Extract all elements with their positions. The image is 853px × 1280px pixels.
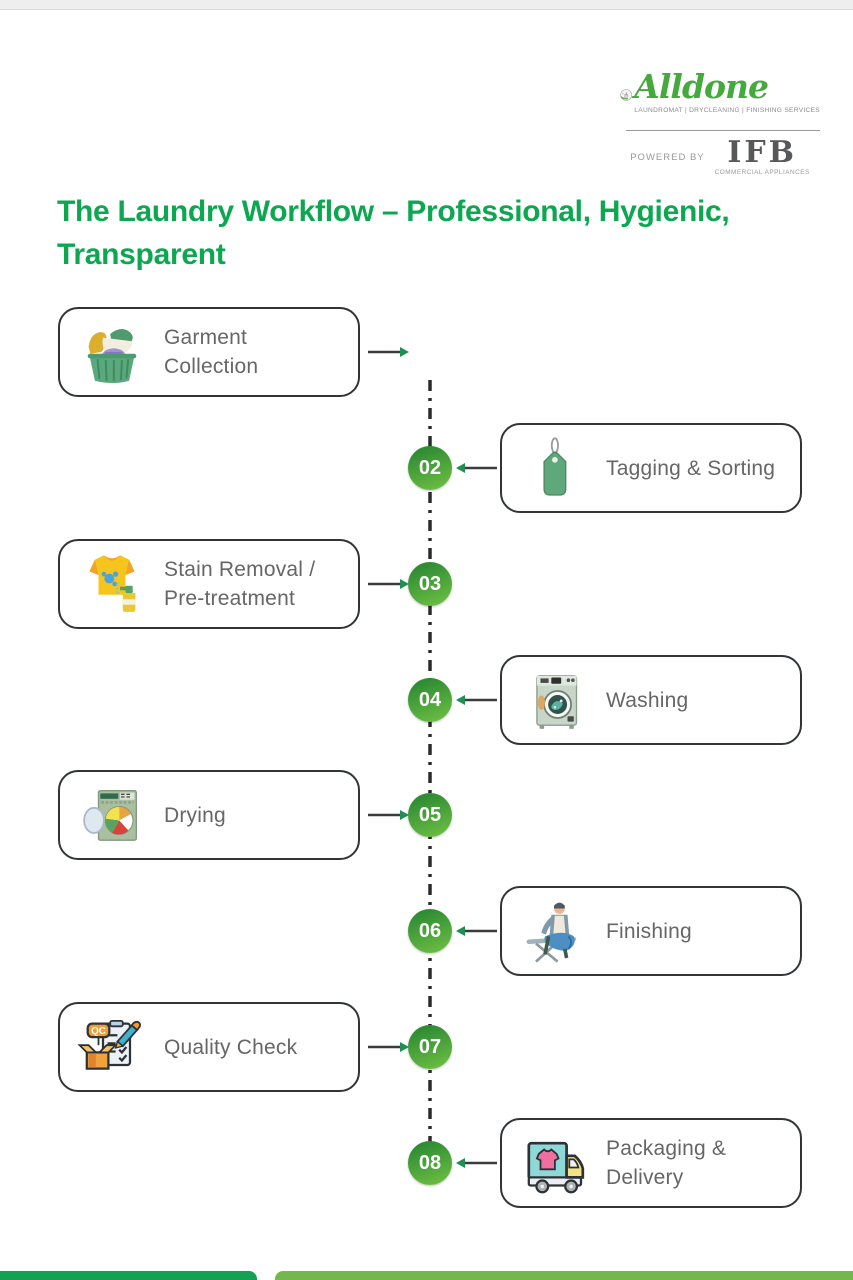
step-label-line: Tagging & Sorting (606, 456, 776, 480)
qc-badge-text: QC (91, 1026, 106, 1037)
step-card-stain-removal: Stain Removal / Pre-treatment (58, 539, 360, 629)
step-label-line: Stain Removal / (164, 558, 316, 581)
step-label: Finishing (606, 917, 692, 946)
timeline-dashed-line (428, 380, 432, 1142)
brand-services-tagline: LAUNDROMAT | DRYCLEANING | FINISHING SER… (634, 107, 820, 114)
top-border-strip (0, 0, 853, 10)
delivery-truck-icon (527, 1141, 585, 1194)
page-title-line2: Transparent (57, 238, 226, 271)
step-card-finishing: Finishing (500, 886, 802, 976)
flow-arrow-right (368, 347, 409, 357)
partner-brand-name: IFB (727, 135, 798, 170)
laundry-basket-icon (87, 329, 137, 384)
flow-arrow-left (456, 1158, 497, 1168)
step-number-badge: 06 (408, 909, 452, 953)
page-title: The Laundry Workflow – Professional, Hyg… (57, 190, 817, 276)
step-label: Stain Removal / Pre-treatment (164, 555, 315, 613)
flow-arrow-right (368, 579, 409, 589)
step-label-line: Quality Check (164, 1035, 298, 1059)
quality-check-icon: QC (77, 1020, 141, 1070)
step-label-line: Finishing (606, 919, 692, 943)
brand-logo: Alldone LAUNDROMAT | DRYCLEANING | FINIS… (620, 68, 820, 176)
step-label-line: Pre-treatment (164, 587, 295, 610)
step-label-line: Collection (164, 355, 259, 378)
step-number-badge: 04 (408, 678, 452, 722)
step-label: Garment Collection (164, 323, 258, 381)
step-label: Packaging & Delivery (606, 1134, 726, 1192)
step-label-line: Washing (606, 688, 689, 712)
step-card-drying: Drying (58, 770, 360, 860)
step-number-badge: 08 (408, 1141, 452, 1185)
step-label-line: Drying (164, 803, 226, 827)
step-label: Washing (606, 686, 688, 715)
flow-arrow-left (456, 926, 497, 936)
flow-arrow-left (456, 695, 497, 705)
powered-by-label: POWERED BY (630, 151, 705, 163)
footer-bar-left (0, 1271, 257, 1280)
step-card-tagging-sorting: Tagging & Sorting (500, 423, 802, 513)
step-label-line: Packaging & (606, 1137, 727, 1160)
flow-arrow-left (456, 463, 497, 473)
step-card-packaging-delivery: Packaging & Delivery (500, 1118, 802, 1208)
dryer-icon (83, 790, 137, 841)
step-number-badge: 02 (408, 446, 452, 490)
step-label: Quality Check (164, 1033, 297, 1062)
step-label-line: Delivery (606, 1166, 684, 1189)
logo-divider (626, 130, 820, 131)
step-label: Tagging & Sorting (606, 454, 775, 483)
step-number-badge: 05 (408, 793, 452, 837)
step-number-badge: 07 (408, 1025, 452, 1069)
tag-icon (543, 437, 567, 496)
partner-brand-subtitle: COMMERCIAL APPLIANCES (714, 169, 810, 176)
ironing-icon (526, 902, 577, 963)
stain-spray-icon (89, 555, 136, 612)
flow-arrow-right (368, 810, 409, 820)
step-label: Drying (164, 801, 226, 830)
step-number-badge: 03 (408, 562, 452, 606)
brand-name: Alldone (634, 67, 769, 106)
step-card-washing: Washing (500, 655, 802, 745)
alldone-emblem-icon (620, 89, 632, 101)
flow-arrow-right (368, 1042, 409, 1052)
step-label-line: Garment (164, 326, 248, 349)
footer-bar-right (275, 1271, 853, 1280)
step-card-garment-collection: Garment Collection (58, 307, 360, 397)
step-card-quality-check: QC Quality Check (58, 1002, 360, 1092)
page-title-line1: The Laundry Workflow – Professional, Hyg… (57, 195, 730, 228)
washing-machine-icon (536, 675, 578, 729)
